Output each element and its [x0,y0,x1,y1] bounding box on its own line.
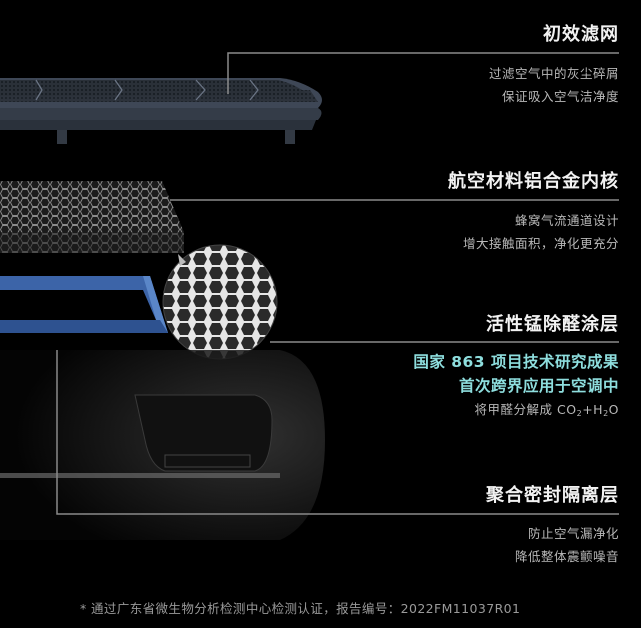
layer-desc-line: 蜂窝气流通道设计 [514,213,619,228]
layer-desc-line: 增大接触面积，净化更充分 [462,236,619,251]
certification-footnote: * 通过广东省微生物分析检测中心检测认证，报告编号：2022FM11037R01 [80,601,521,616]
layer-title: 初效滤网 [543,24,619,45]
sealing-isolation-body [0,350,325,540]
layer-desc-line: 防止空气漏净化 [527,526,619,541]
layer-title: 聚合密封隔离层 [486,485,619,506]
layer-title: 活性锰除醛涂层 [486,314,619,335]
connector-lines [56,52,619,515]
layer-highlight-line: 国家 863 项目技术研究成果 [413,353,619,371]
aluminum-honeycomb-core [0,181,184,253]
layer-highlight-line: 首次跨界应用于空调中 [458,377,619,395]
layer-title: 航空材料铝合金内核 [448,171,619,192]
manganese-coated-frame [0,276,168,333]
primary-filter-panel [0,78,322,144]
layer-desc-line: 降低整体震颤噪音 [514,549,619,564]
formula-desc: 将甲醛分解成 CO2+H2O [474,402,619,418]
honeycomb-magnifier [162,244,278,360]
layer-desc-line: 过滤空气中的灰尘碎屑 [488,66,619,81]
layer-desc-line: 保证吸入空气洁净度 [501,89,619,104]
